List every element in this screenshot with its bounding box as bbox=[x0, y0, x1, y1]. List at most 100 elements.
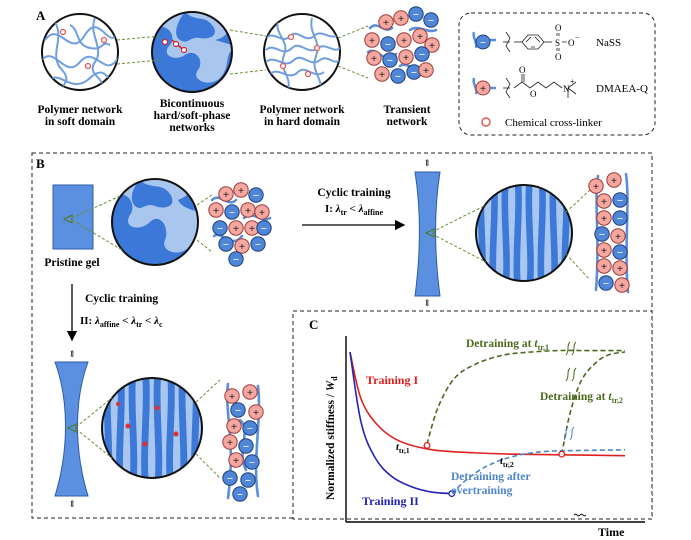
stretch-arrow-bottom-1: ⇕ bbox=[423, 298, 431, 308]
anion-icon bbox=[598, 275, 614, 291]
stretch-arrow-bottom-2: ⇕ bbox=[68, 499, 76, 509]
caption-bicont-1: Bicontinuous bbox=[160, 98, 225, 110]
marker-t_tr1 bbox=[423, 441, 431, 449]
cation-icon bbox=[596, 242, 612, 258]
ion-symbol: + bbox=[223, 189, 229, 201]
cation-icon bbox=[596, 193, 612, 209]
aligned-zoom-circle-1 bbox=[475, 184, 573, 282]
panel-b-letter: B bbox=[36, 156, 45, 171]
cation-icon bbox=[610, 228, 626, 244]
ion-symbol: + bbox=[371, 53, 377, 65]
ion-symbol: − bbox=[387, 55, 393, 67]
ion-symbol: − bbox=[603, 278, 609, 290]
ion-symbol: + bbox=[601, 213, 607, 225]
legend-crosslinker: Chemical cross-linker bbox=[481, 117, 602, 129]
anion-icon bbox=[232, 486, 248, 502]
caption-bicont-3: networks bbox=[169, 122, 215, 134]
ion-symbol: + bbox=[233, 455, 239, 467]
caption-transient-2: network bbox=[387, 116, 428, 128]
training-1-title: Cyclic training bbox=[317, 187, 390, 199]
cation-icon bbox=[606, 172, 622, 188]
ion-symbol: + bbox=[239, 241, 245, 253]
cation-icon bbox=[222, 434, 238, 450]
hard-domain-circle bbox=[263, 13, 341, 91]
panel-a-captions: Polymer network in soft domain Bicontinu… bbox=[37, 98, 430, 134]
anion-icon bbox=[248, 187, 264, 203]
anion-icon bbox=[612, 210, 628, 226]
series-line-1 bbox=[349, 351, 455, 495]
label-over-1: Detraining after bbox=[451, 471, 531, 483]
legend-dmaea: + O O N + DMAEA-Q bbox=[472, 65, 648, 99]
anion-icon bbox=[594, 226, 610, 242]
legend-dmaea-ion-symbol: + bbox=[480, 83, 486, 95]
ion-symbol: + bbox=[231, 421, 237, 433]
cation-icon bbox=[233, 182, 249, 198]
anion-icon bbox=[250, 236, 266, 252]
cation-icon bbox=[378, 14, 394, 30]
ion-symbol: + bbox=[238, 185, 244, 197]
anion-icon bbox=[218, 236, 234, 252]
label-detraining-1: Detraining at ttr,1 bbox=[466, 338, 549, 352]
soft-domain-circle bbox=[41, 13, 119, 91]
ion-symbol: + bbox=[619, 280, 625, 292]
ion-symbol: + bbox=[601, 245, 607, 257]
cation-icon bbox=[228, 452, 244, 468]
cation-icon bbox=[366, 50, 382, 66]
ion-symbol: + bbox=[233, 223, 239, 235]
cation-icon bbox=[398, 49, 414, 65]
series-line-0 bbox=[349, 351, 626, 457]
anion-icon bbox=[238, 438, 254, 454]
crosslinker-icon bbox=[481, 117, 491, 127]
transient-network-b1: ++−+−++−++−−+−− bbox=[208, 182, 272, 267]
nass-minus-sign: − bbox=[575, 33, 580, 42]
caption-soft-2: in soft domain bbox=[45, 116, 116, 128]
ion-symbol: − bbox=[247, 423, 253, 435]
anion-icon bbox=[224, 204, 240, 220]
stretched-gel-2 bbox=[54, 361, 89, 497]
ion-symbol: + bbox=[615, 231, 621, 243]
anion-icon bbox=[408, 6, 424, 22]
ion-symbol: + bbox=[423, 65, 429, 77]
ion-symbol: − bbox=[233, 254, 239, 266]
ion-symbol: + bbox=[247, 387, 253, 399]
ion-symbol: + bbox=[401, 35, 407, 47]
label-detraining-2: Detraining at ttr,2 bbox=[540, 391, 623, 405]
axis-break-icon bbox=[573, 513, 587, 517]
ion-symbol: + bbox=[249, 223, 255, 235]
caption-soft-1: Polymer network bbox=[37, 104, 123, 116]
ion-symbol: + bbox=[429, 40, 435, 52]
cation-icon bbox=[412, 28, 428, 44]
legend-crosslinker-label: Chemical cross-linker bbox=[505, 117, 602, 129]
cation-icon bbox=[224, 388, 240, 404]
ion-symbol: − bbox=[428, 15, 434, 27]
ion-symbol: − bbox=[599, 229, 605, 241]
series-line-4 bbox=[451, 449, 626, 495]
cation-icon bbox=[393, 10, 409, 26]
ion-symbol: + bbox=[611, 175, 617, 187]
anion-icon bbox=[390, 68, 406, 84]
dmaea-o-mid: O bbox=[530, 89, 537, 99]
nass-o-top: O bbox=[555, 23, 562, 33]
cation-icon bbox=[218, 186, 234, 202]
dmaea-structure-icon bbox=[503, 74, 577, 99]
ion-symbol: + bbox=[369, 35, 375, 47]
anion-icon bbox=[244, 454, 260, 470]
series-line-2 bbox=[426, 349, 625, 445]
legend-box: − S O O O − NaSS bbox=[458, 12, 656, 136]
ion-symbol: + bbox=[403, 52, 409, 64]
cation-icon bbox=[248, 404, 264, 420]
pristine-gel-label: Pristine gel bbox=[44, 257, 99, 269]
cation-icon bbox=[418, 62, 434, 78]
overtrained-zoom-circle bbox=[101, 377, 203, 479]
panel-c-frame bbox=[292, 310, 653, 520]
training-1-condition: I: λtr < λaffine bbox=[325, 203, 383, 217]
ion-symbol: − bbox=[249, 457, 255, 469]
panel-b: B Pristine gel ++−+−++−++−−+−− Cyclic tr… bbox=[31, 152, 653, 519]
ion-symbol: + bbox=[383, 17, 389, 29]
cation-icon bbox=[596, 210, 612, 226]
ion-symbol: + bbox=[601, 196, 607, 208]
anion-icon bbox=[380, 36, 396, 52]
anion-icon bbox=[242, 420, 258, 436]
cation-icon bbox=[234, 238, 250, 254]
ion-symbol: − bbox=[617, 195, 623, 207]
